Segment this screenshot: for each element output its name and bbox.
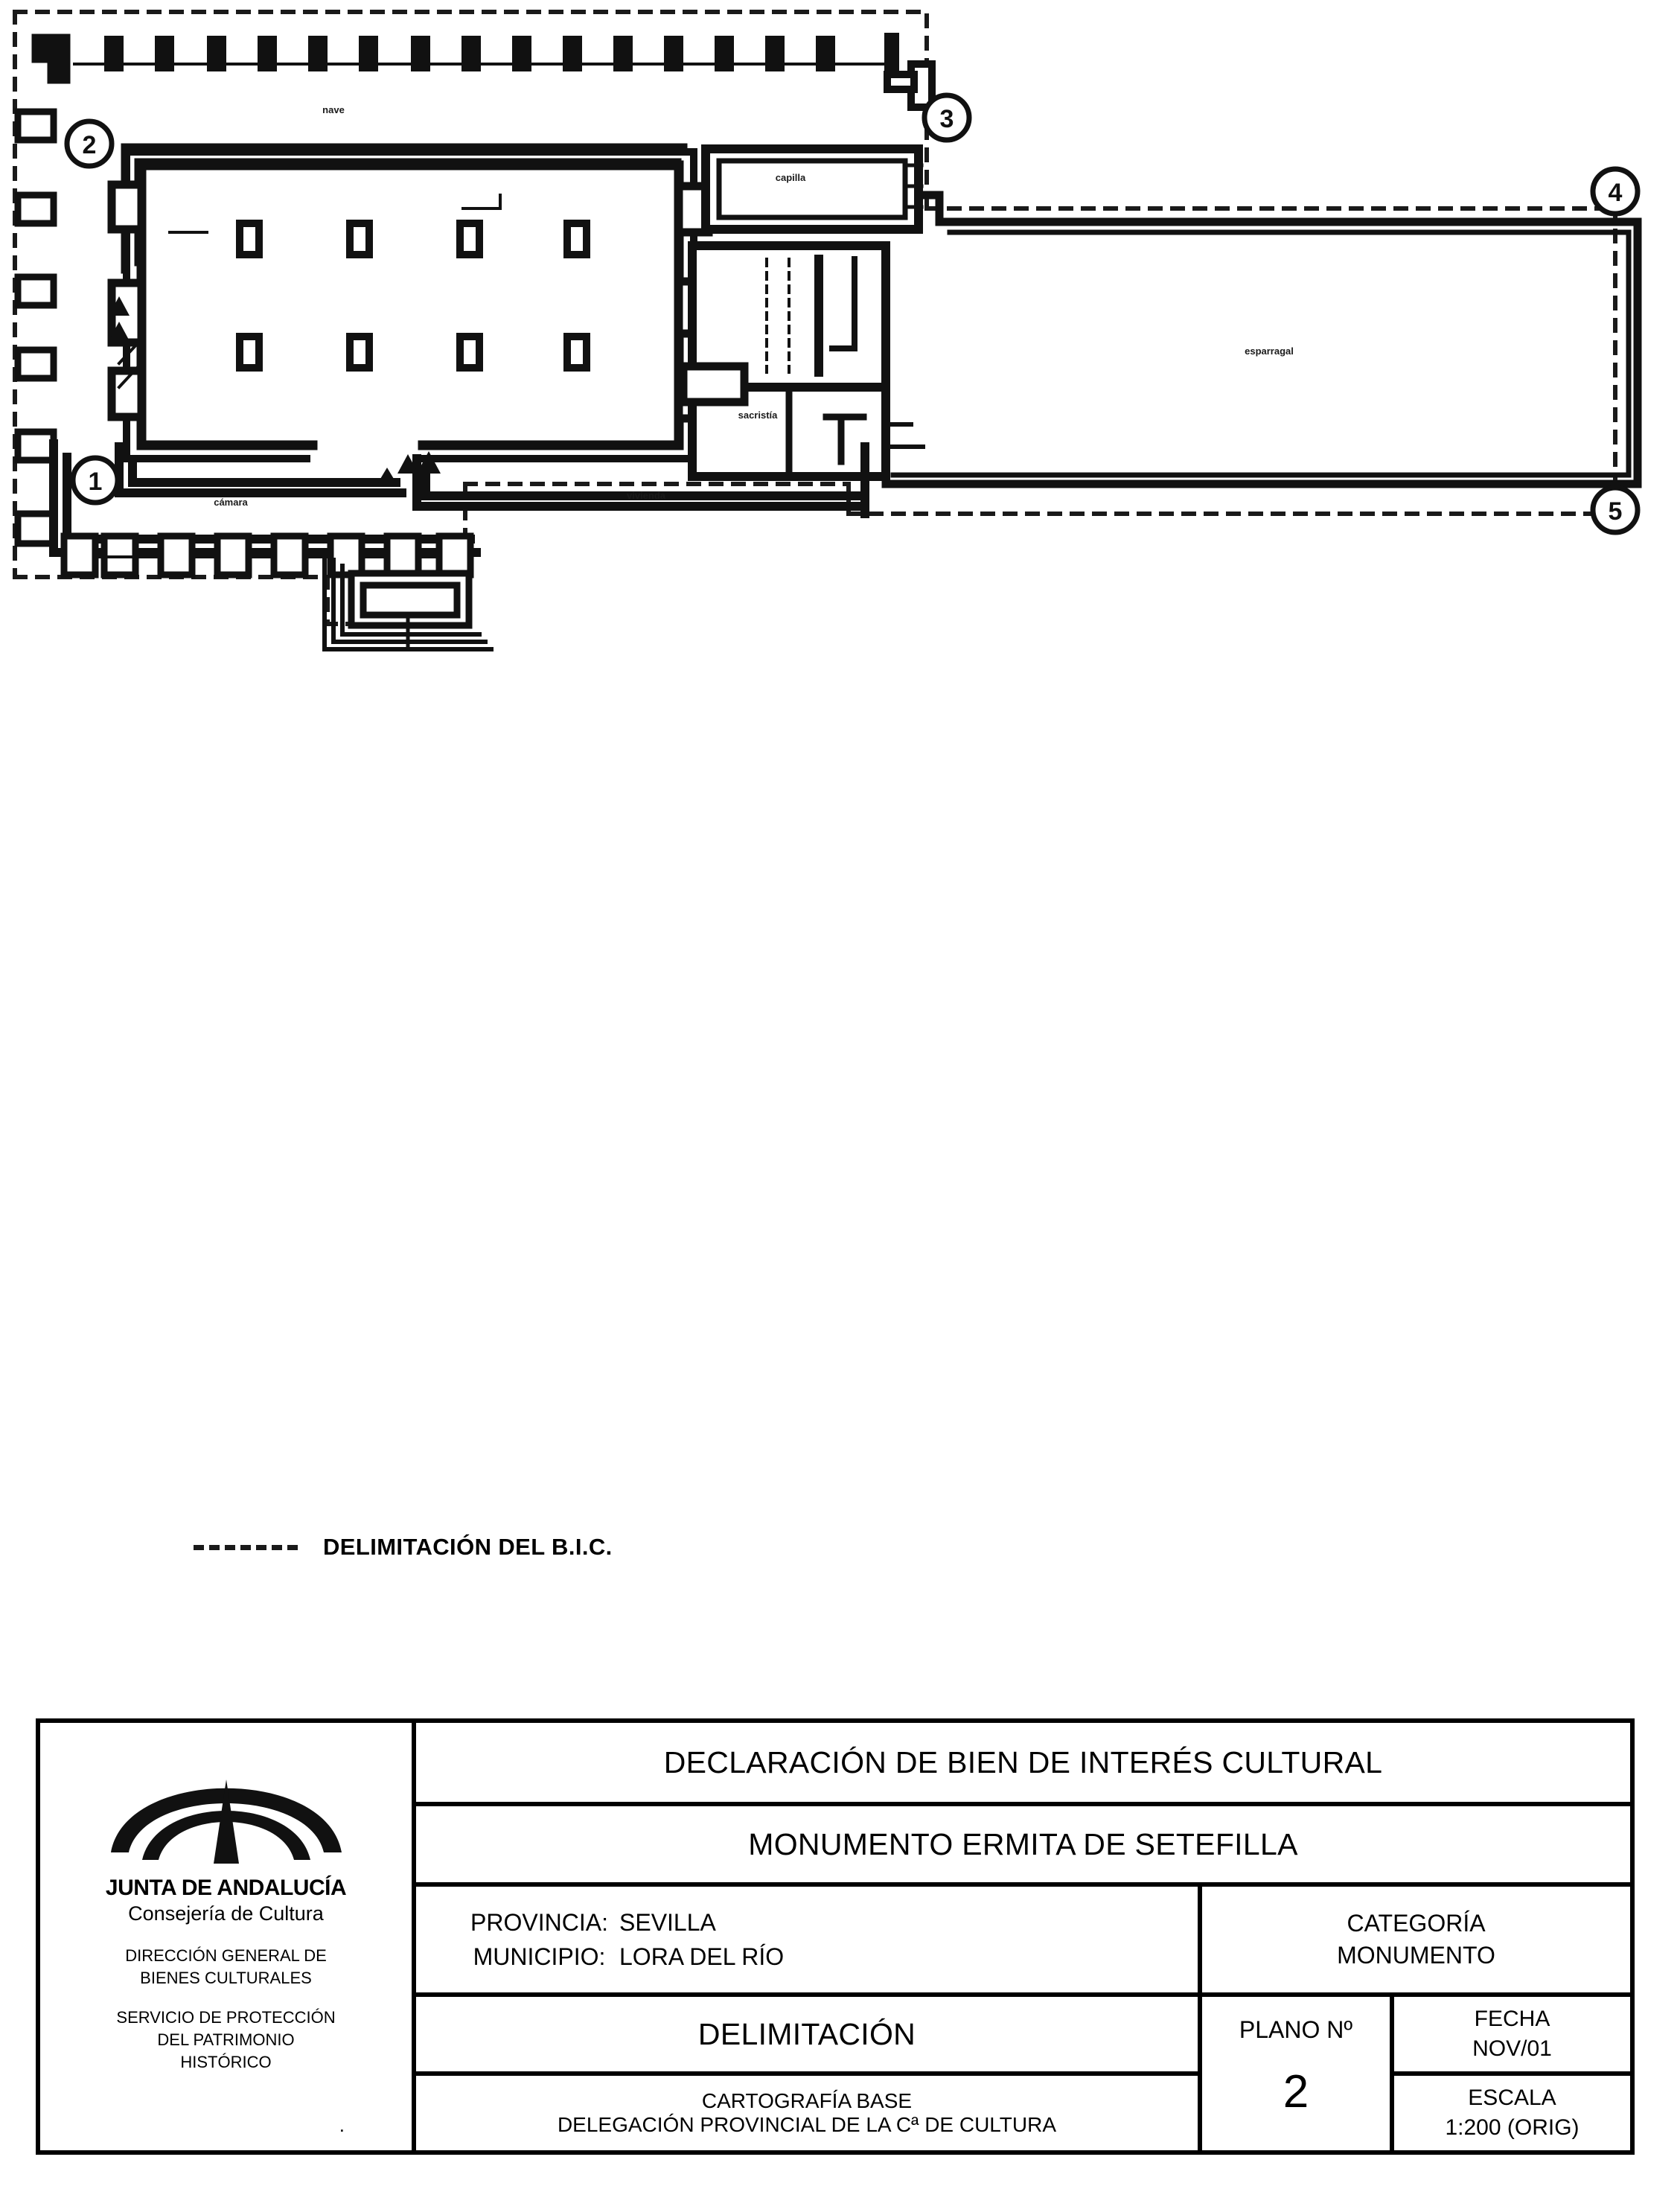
fecha-key: FECHA (1474, 2006, 1550, 2031)
provincia-value: SEVILLA (619, 1908, 716, 1936)
title-block: JUNTA DE ANDALUCÍA Consejería de Cultura… (36, 1718, 1635, 2155)
municipio-line: MUNICIPIO: LORA DEL RÍO (459, 1940, 785, 1974)
provincia-municipio-cell: PROVINCIA: SEVILLA MUNICIPIO: LORA DEL R… (416, 1887, 1202, 1992)
vertex-marker-1-label: 1 (89, 468, 103, 496)
transept-inner-dashed (765, 258, 791, 374)
categoria-cell: CATEGORÍA MONUMENTO (1202, 1887, 1630, 1992)
vertex-marker-numbers: 1 2 3 4 5 (83, 105, 1623, 526)
categoria-value: MONUMENTO (1337, 1942, 1495, 1969)
plano-cell: PLANO Nº 2 (1202, 1997, 1394, 2150)
logo-service: SERVICIO DE PROTECCIÓN DEL PATRIMONIO HI… (116, 2007, 335, 2073)
sacristia-partition (785, 383, 867, 480)
plano-value: 2 (1283, 2066, 1309, 2118)
transept-niche (829, 256, 857, 351)
logo-directorate-line2: BIENES CULTURALES (140, 1968, 312, 1987)
monumento-text: MONUMENTO ERMITA DE SETEFILLA (748, 1826, 1298, 1861)
label-patio: esparragal (1245, 345, 1294, 357)
vertex-marker-4-circle (1590, 166, 1641, 217)
capilla-doorway (904, 163, 924, 209)
floor-plan: nave capilla sacristía vivienda cámara e… (0, 0, 1680, 670)
vivienda-walls (412, 454, 869, 511)
label-camara: cámara (214, 497, 248, 508)
threshold-steps (378, 451, 441, 482)
nave-buttress-west (107, 180, 146, 421)
provincia-key: PROVINCIA: (470, 1908, 608, 1936)
stair-treads (322, 552, 494, 651)
municipio-key: MUNICIPIO: (473, 1943, 606, 1970)
title-row-bottom: DELIMITACIÓN CARTOGRAFÍA BASE DELEGACIÓN… (416, 1997, 1630, 2150)
delimitacion-cell: DELIMITACIÓN (416, 1997, 1198, 2076)
courtyard-wall (881, 217, 1642, 488)
vertex-marker-3-label: 3 (940, 105, 954, 133)
escala-value: 1:200 (ORIG) (1445, 2115, 1580, 2140)
courtyard-jog (917, 191, 944, 226)
logo-service-line2: DEL PATRIMONIO (157, 2030, 295, 2050)
logo-directorate-line1: DIRECCIÓN GENERAL DE (125, 1946, 327, 1965)
escala-key: ESCALA (1468, 2085, 1556, 2110)
stair-block (348, 570, 473, 629)
title-row-monumento: MONUMENTO ERMITA DE SETEFILLA (416, 1806, 1630, 1887)
fecha-value: NOV/01 (1472, 2036, 1552, 2061)
title-block-data-panel: DECLARACIÓN DE BIEN DE INTERÉS CULTURAL … (416, 1723, 1630, 2150)
plan-room-labels: nave capilla sacristía vivienda cámara e… (214, 104, 1294, 508)
nave-walls-outer (123, 148, 697, 462)
nave-columns (236, 220, 590, 372)
north-pier-row (104, 33, 899, 76)
junta-andalucia-logo-icon (110, 1779, 342, 1864)
legend-dashed-line-sample (194, 1544, 298, 1550)
vertex-markers (64, 92, 1641, 535)
label-sacristia: sacristía (738, 410, 779, 421)
bottom-left-stack: DELIMITACIÓN CARTOGRAFÍA BASE DELEGACIÓN… (416, 1997, 1202, 2150)
vertex-marker-2-circle (64, 118, 115, 169)
courtyard-wall-inner (890, 229, 1632, 478)
logo-corner-mark: . (339, 2114, 345, 2136)
legend-label: DELIMITACIÓN DEL B.I.C. (323, 1534, 613, 1560)
cartografia-cell: CARTOGRAFÍA BASE DELEGACIÓN PROVINCIAL D… (416, 2076, 1198, 2150)
court-misc (884, 422, 925, 449)
logo-service-line3: HISTÓRICO (180, 2052, 272, 2071)
nave-walls (136, 160, 684, 450)
categoria-key: CATEGORÍA (1347, 1909, 1486, 1937)
cartografia-line1: CARTOGRAFÍA BASE (701, 2089, 913, 2112)
capilla-inner (716, 158, 908, 220)
legend: DELIMITACIÓN DEL B.I.C. (194, 1534, 613, 1561)
vertex-marker-3-circle (922, 92, 972, 143)
bottom-right-stack: FECHA NOV/01 ESCALA 1:200 (ORIG) (1394, 1997, 1630, 2150)
fecha-cell: FECHA NOV/01 (1394, 1997, 1630, 2076)
cartografia-line2: DELEGACIÓN PROVINCIAL DE LA Cª DE CULTUR… (557, 2113, 1057, 2136)
vertex-marker-5-circle (1590, 485, 1641, 535)
camara-north-wall (115, 442, 406, 497)
nave-annotations (117, 194, 502, 389)
north-perimeter-wall (31, 34, 71, 84)
label-nave: nave (322, 104, 345, 115)
title-block-logo-panel: JUNTA DE ANDALUCÍA Consejería de Cultura… (40, 1723, 416, 2150)
logo-department: Consejería de Cultura (128, 1902, 324, 1925)
provincia-line: PROVINCIA: SEVILLA (459, 1905, 716, 1940)
vertex-marker-4-label: 4 (1609, 179, 1623, 207)
logo-organization: JUNTA DE ANDALUCÍA (105, 1876, 347, 1900)
capilla-walls (701, 144, 923, 234)
title-row-provincia: PROVINCIA: SEVILLA MUNICIPIO: LORA DEL R… (416, 1887, 1630, 1997)
vertex-marker-1-circle (70, 455, 121, 506)
declaracion-text: DECLARACIÓN DE BIEN DE INTERÉS CULTURAL (663, 1744, 1383, 1779)
label-capilla: capilla (776, 172, 806, 183)
title-row-declaracion: DECLARACIÓN DE BIEN DE INTERÉS CULTURAL (416, 1723, 1630, 1806)
logo-service-line1: SERVICIO DE PROTECCIÓN (116, 2008, 336, 2027)
plano-key: PLANO Nº (1239, 2016, 1353, 2043)
west-pier-row (14, 108, 57, 547)
west-entry-steps (109, 296, 130, 341)
vertex-marker-5-label: 5 (1609, 497, 1623, 526)
vertex-marker-2-label: 2 (83, 131, 97, 159)
escala-cell: ESCALA 1:200 (ORIG) (1394, 2076, 1630, 2150)
label-vivienda: vivienda (627, 490, 666, 501)
logo-directorate: DIRECCIÓN GENERAL DE BIENES CULTURALES (125, 1945, 327, 1989)
municipio-value: LORA DEL RÍO (619, 1943, 785, 1970)
connector-corridor (679, 362, 749, 407)
